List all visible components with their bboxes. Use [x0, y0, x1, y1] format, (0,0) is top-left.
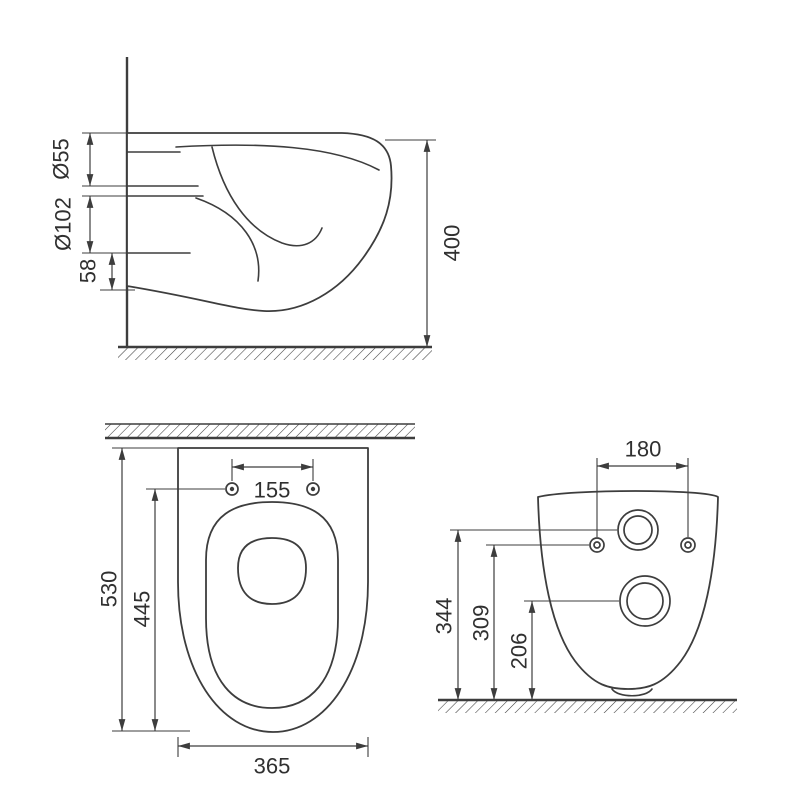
dim-inlet-height-label: 344	[432, 598, 457, 635]
rear-floor-hatch	[438, 700, 737, 713]
dim-outlet-diameter-label: Ø102	[51, 197, 76, 251]
drain-outlet-inner	[626, 582, 664, 620]
seat-profile-line	[175, 144, 380, 171]
dim-outlet-height-label: 206	[507, 633, 532, 670]
dim-bolt-height-label: 309	[469, 605, 494, 642]
dim-outlet-height: 206	[507, 600, 619, 700]
rear-mounting-hole-left-inner	[593, 541, 601, 549]
dim-outlet-offset-label: 58	[76, 259, 101, 283]
floor-hatch	[118, 347, 432, 360]
mounting-hole-left-center	[229, 486, 235, 492]
dim-outlet-diameter: Ø102	[51, 195, 127, 254]
dim-bolt-to-front: 445	[130, 488, 225, 731]
rear-view: 180 344 309 206	[432, 437, 737, 713]
seat-outline	[205, 501, 339, 709]
bowl-opening-outline	[237, 537, 307, 605]
plan-view: 155 530 445 365	[97, 423, 415, 779]
dim-plan-bolt-spacing: 155	[231, 459, 314, 503]
trapway-line	[195, 197, 260, 282]
bowl-cavity-line	[211, 146, 323, 247]
water-inlet-inner	[623, 515, 653, 545]
rear-mounting-hole-right-inner	[684, 541, 692, 549]
wall-hatch	[105, 424, 415, 438]
dim-rear-bolt-spacing: 180	[596, 437, 689, 537]
mounting-hole-right-center	[310, 486, 316, 492]
dim-rear-bolt-spacing-label: 180	[625, 437, 662, 462]
dim-bolt-height: 309	[469, 544, 589, 700]
side-view: Ø55 Ø102 58 400	[49, 57, 465, 360]
dim-bolt-to-front-label: 445	[130, 591, 155, 628]
drain-cover-tab	[611, 688, 653, 697]
dim-plan-bolt-spacing-label: 155	[254, 478, 291, 503]
dim-outlet-offset: 58	[76, 252, 135, 291]
dim-inlet-height: 344	[432, 529, 617, 700]
dim-overall-height-label: 400	[440, 225, 465, 262]
toilet-side-profile	[126, 132, 393, 312]
dim-overall-width: 365	[177, 737, 369, 779]
dim-overall-depth-label: 530	[97, 571, 122, 608]
dim-inlet-diameter-label: Ø55	[49, 138, 74, 180]
dim-overall-height: 400	[385, 139, 465, 347]
dim-overall-depth: 530	[97, 447, 190, 732]
dim-overall-width-label: 365	[254, 754, 291, 779]
dim-inlet-diameter: Ø55	[49, 132, 127, 187]
